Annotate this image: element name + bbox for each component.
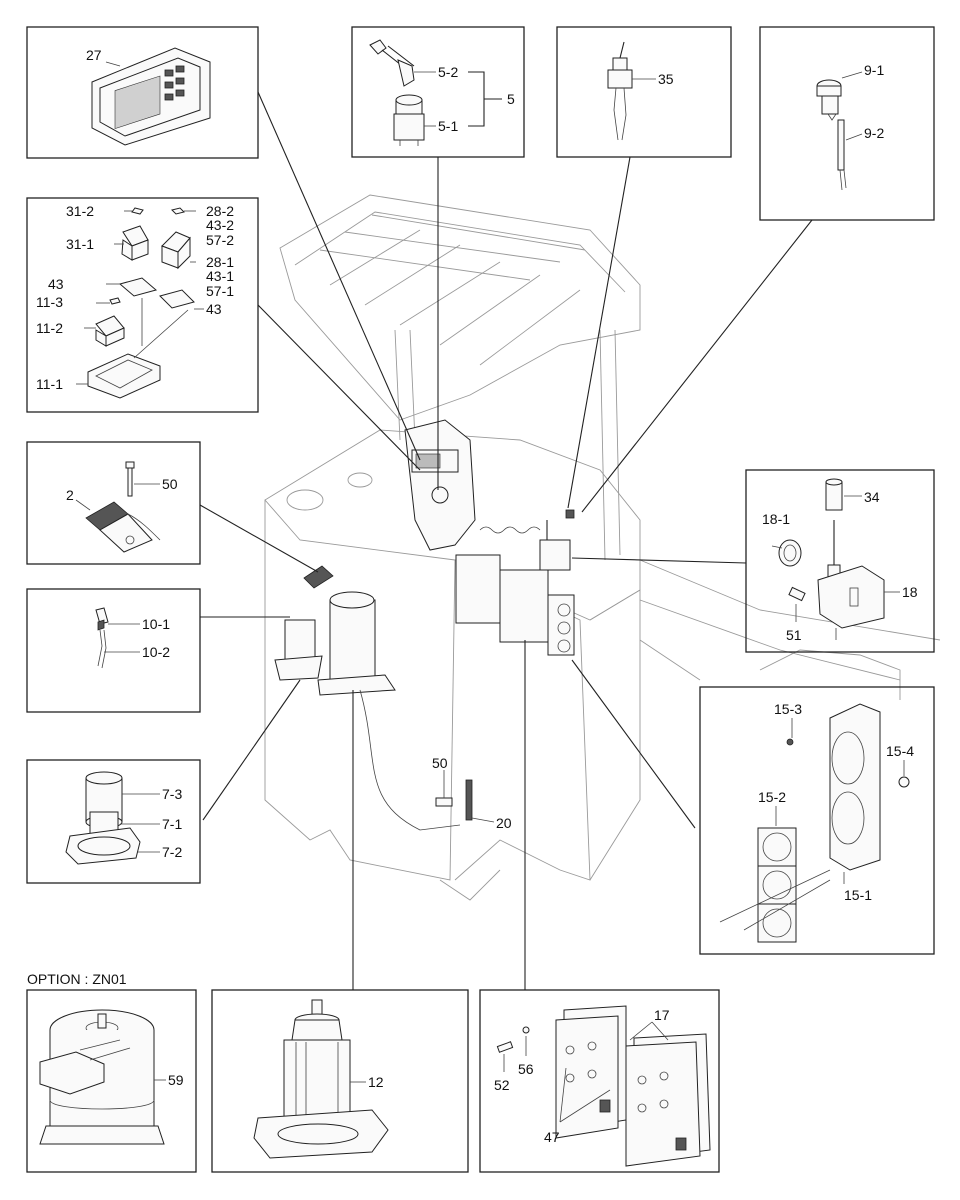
- callout-50-truck: 50: [432, 755, 448, 771]
- callout-10-1: 10-1: [142, 616, 170, 632]
- callout-10-2: 10-2: [142, 644, 170, 660]
- callout-7-2: 7-2: [162, 844, 182, 860]
- callout-59: 59: [168, 1072, 184, 1088]
- callout-43-left: 43: [48, 276, 64, 292]
- callout-31-1: 31-1: [66, 236, 94, 252]
- fan-stack: [757, 827, 797, 943]
- callout-15-4: 15-4: [886, 743, 914, 759]
- panel-9-button: 9-1 9-2: [759, 26, 935, 221]
- callout-28-2: 28-2: [206, 203, 234, 219]
- panel-12-motor: 12: [211, 989, 469, 1173]
- callout-11-2: 11-2: [36, 320, 63, 336]
- option-label: OPTION : ZN01: [27, 971, 127, 987]
- callout-20: 20: [496, 815, 512, 831]
- panel-27-display: 27: [26, 26, 259, 159]
- callout-18-1: 18-1: [762, 511, 790, 527]
- panel-17-controllers: 17 52 56 47: [479, 989, 720, 1173]
- callout-12: 12: [368, 1074, 384, 1090]
- callout-5-2: 5-2: [438, 64, 458, 80]
- callout-11-1: 11-1: [36, 376, 63, 392]
- callout-43-right: 43: [206, 301, 222, 317]
- callout-47: 47: [544, 1129, 560, 1145]
- truck-callouts: 50 20: [432, 755, 512, 831]
- panel-switch-group: 31-2 31-1 28-2 43-2 57-2 28-1 43-1 57-1 …: [26, 197, 259, 413]
- panel-59-motor-option: 59: [26, 989, 197, 1173]
- callout-28-1: 28-1: [206, 254, 234, 270]
- panel-18-unit: 34 18-1 18 51: [745, 469, 935, 653]
- panel-15-fans: 15-3 15-4 15-2 15-1: [699, 686, 935, 955]
- callout-51: 51: [786, 627, 802, 643]
- callout-35: 35: [658, 71, 674, 87]
- callout-5: 5: [507, 91, 515, 107]
- callout-7-1: 7-1: [162, 816, 182, 832]
- callout-5-1: 5-1: [438, 118, 458, 134]
- leader-lines: [199, 91, 813, 990]
- panel-2-pedal: 2 50: [26, 441, 201, 565]
- callout-50-pedal: 50: [162, 476, 178, 492]
- callout-31-2: 31-2: [66, 203, 94, 219]
- callout-57-2: 57-2: [206, 232, 234, 248]
- callout-7-3: 7-3: [162, 786, 182, 802]
- callout-52: 52: [494, 1077, 510, 1093]
- callout-17: 17: [654, 1007, 670, 1023]
- panel-35-switch: 35: [556, 26, 732, 158]
- panel-5-key-switch: 5-2 5 5-1: [351, 26, 525, 158]
- truck-body-illustration: [264, 194, 941, 901]
- callout-56: 56: [518, 1061, 534, 1077]
- callout-18: 18: [902, 584, 918, 600]
- callout-15-2: 15-2: [758, 789, 786, 805]
- panel-10-sensor: 10-1 10-2: [26, 588, 201, 713]
- callout-43-1: 43-1: [206, 268, 234, 284]
- callout-43-2: 43-2: [206, 217, 234, 233]
- callout-2: 2: [66, 487, 74, 503]
- callout-34: 34: [864, 489, 880, 505]
- callout-9-1: 9-1: [864, 62, 884, 78]
- callout-9-2: 9-2: [864, 125, 884, 141]
- callout-15-1: 15-1: [844, 887, 872, 903]
- panel-7-motor: 7-3 7-1 7-2: [26, 759, 201, 884]
- callout-27: 27: [86, 47, 102, 63]
- callout-57-1: 57-1: [206, 283, 234, 299]
- callout-11-3: 11-3: [36, 294, 63, 310]
- callout-15-3: 15-3: [774, 701, 802, 717]
